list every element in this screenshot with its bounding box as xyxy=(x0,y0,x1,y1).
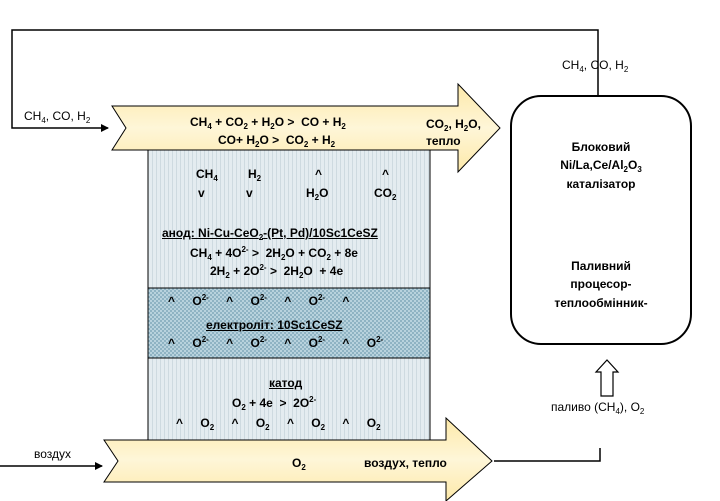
anode-species-h2o: H2O xyxy=(306,186,329,202)
anode-species-h2: H2 xyxy=(248,167,262,183)
electrolyte-ions-row-1: ^ O2- ^ O2- ^ O2- ^ xyxy=(168,293,350,309)
air-flow-arrow xyxy=(103,416,493,501)
anode-layer xyxy=(147,149,431,289)
reactor-label-4: Паливний xyxy=(571,259,631,273)
electrolyte-layer xyxy=(147,287,431,359)
reactor-label-3: каталізатор xyxy=(566,177,636,191)
anode-down-2: v xyxy=(246,186,253,200)
anode-up-2: ^ xyxy=(382,167,390,181)
air-center-label: O2 xyxy=(292,456,306,472)
anode-reaction-2: 2H2 + 2O2- > 2H2O + 4e xyxy=(210,263,344,280)
shift-reaction: CO+ H2O > CO2 + H2 xyxy=(218,133,336,149)
exhaust-line xyxy=(494,448,601,462)
reactor-label-6: теплообмінник- xyxy=(554,296,648,310)
electrolyte-ions-row-2: ^ O2- ^ O2- ^ O2- ^ O2- xyxy=(168,335,384,351)
fuel-processor-box xyxy=(510,95,692,345)
fuel-inlet-arrow xyxy=(594,359,620,397)
fuel-inlet-label: CH4, CO, H2 xyxy=(24,109,91,125)
anode-reaction-1: CH4 + 4O2- > 2H2O + CO2 + 8e xyxy=(190,245,358,262)
air-inlet-label: воздух xyxy=(34,447,72,461)
cathode-title: катод xyxy=(269,376,303,390)
cathode-reaction: O2 + 4e > 2O2- xyxy=(232,395,317,412)
fuel-flow-arrow xyxy=(111,82,501,174)
reactor-label-2: Ni/La,Ce/Al2O3 xyxy=(560,158,642,174)
recycle-line xyxy=(11,29,599,132)
anode-species-ch4: CH4 xyxy=(196,167,218,183)
reactor-label-1: Блоковий xyxy=(571,140,631,154)
recycle-label: CH4, CO, H2 xyxy=(562,58,629,74)
anode-down-1: v xyxy=(198,186,205,200)
anode-species-co2: CO2 xyxy=(374,186,397,202)
fuel-outlet-label-1: CO2, H2O, xyxy=(426,117,481,133)
cathode-oxygen-row: ^ O2 ^ O2 ^ O2 ^ O2 xyxy=(176,416,381,432)
reactor-label-5: процесор- xyxy=(570,277,632,291)
anode-up-1: ^ xyxy=(315,167,323,181)
anode-title: анод: Ni-Cu-CeO2-(Pt, Pd)/10Sc1CeSZ xyxy=(162,226,378,242)
fuel-inlet-label-bottom: паливо (CH4), O2 xyxy=(551,400,645,416)
cathode-layer xyxy=(147,357,431,447)
fuel-outlet-label-2: тепло xyxy=(426,134,461,148)
air-outlet-label: воздух, тепло xyxy=(364,456,447,470)
electrolyte-title: електроліт: 10Sc1CeSZ xyxy=(206,318,343,332)
reforming-reaction-1: CH4 + CO2 + H2O > CO + H2 xyxy=(190,115,346,131)
